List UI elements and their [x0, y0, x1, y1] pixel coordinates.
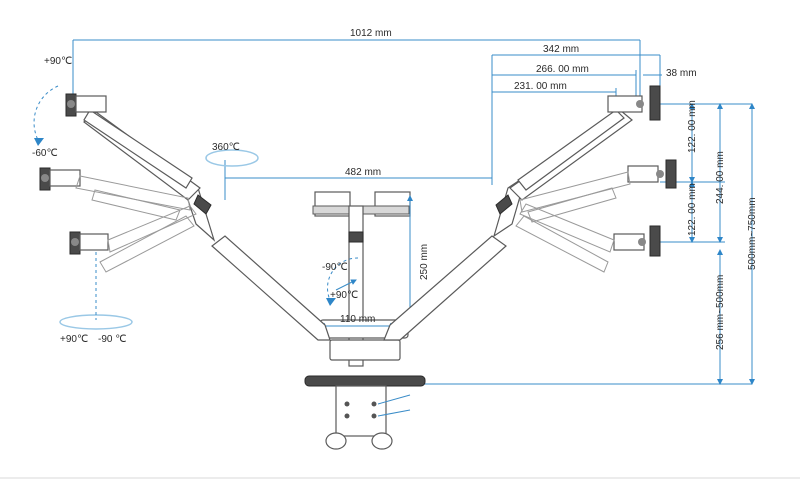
pole-clearance-dim: 110 mm [319, 314, 396, 329]
left-monitor-head-top [65, 93, 107, 117]
dim-vertical-stack: 122. 00 mm 122. 00 mm 244. 00 mm 256 mm~… [410, 100, 758, 385]
arm-rot-pos-label: +90℃ [330, 290, 358, 301]
base-pos-label: +90℃ [60, 334, 88, 345]
arm-reach-3-label: 231. 00 mm [514, 81, 567, 92]
dim-center-span: 482 mm [224, 160, 492, 200]
dim-tilt-offset: 38 mm [643, 68, 697, 79]
rotation-arm-base: -90℃ +90℃ [322, 257, 358, 306]
left-arm [83, 109, 331, 341]
tilt-offset-label: 38 mm [666, 68, 697, 79]
dim-arm-reach-2: 266. 00 mm [492, 64, 637, 96]
vert-step-total-label: 244. 00 mm [715, 151, 726, 204]
right-monitor-head-top [607, 85, 661, 121]
tilt-up-label: +90℃ [44, 56, 72, 67]
vert-step-2-label: 122. 00 mm [687, 183, 698, 236]
left-monitor-head-low [69, 205, 197, 273]
arm-reach-label: 342 mm [543, 44, 579, 55]
right-monitor-head-mid [519, 159, 677, 223]
pole-clearance-label: 110 mm [340, 314, 375, 325]
overall-width-label: 1012 mm [350, 28, 392, 39]
center-span-label: 482 mm [345, 167, 381, 178]
desk-clamp [304, 375, 426, 450]
base-neg-label: -90 ℃ [98, 334, 126, 345]
dim-arm-reach: 342 mm [491, 44, 661, 185]
right-monitor-head-low [515, 203, 661, 273]
rotation-swivel: 360℃ [205, 142, 259, 167]
vert-step-1-label: 122. 00 mm [687, 100, 698, 153]
dim-overall-width: 1012 mm [72, 28, 641, 96]
left-monitor-head-mid [39, 167, 191, 221]
tilt-down-label: -60℃ [32, 148, 58, 159]
total-height-label: 500mm~750mm [747, 197, 758, 270]
swivel-label: 360℃ [212, 142, 240, 153]
dim-arm-reach-3: 231. 00 mm [492, 81, 617, 104]
pole-height-label: 250 mm [419, 244, 430, 280]
pole-height-dim: 250 mm [407, 195, 430, 319]
arm-rot-neg-label: -90℃ [322, 262, 348, 273]
rotation-tilt-left: +90℃ -60℃ [32, 56, 72, 159]
right-arm [383, 109, 633, 341]
rotation-head-swivel: +90℃ -90 ℃ [59, 252, 133, 345]
arm-reach-2-label: 266. 00 mm [536, 64, 589, 75]
desk-to-arm-label: 256 mm~500mm [715, 275, 726, 350]
